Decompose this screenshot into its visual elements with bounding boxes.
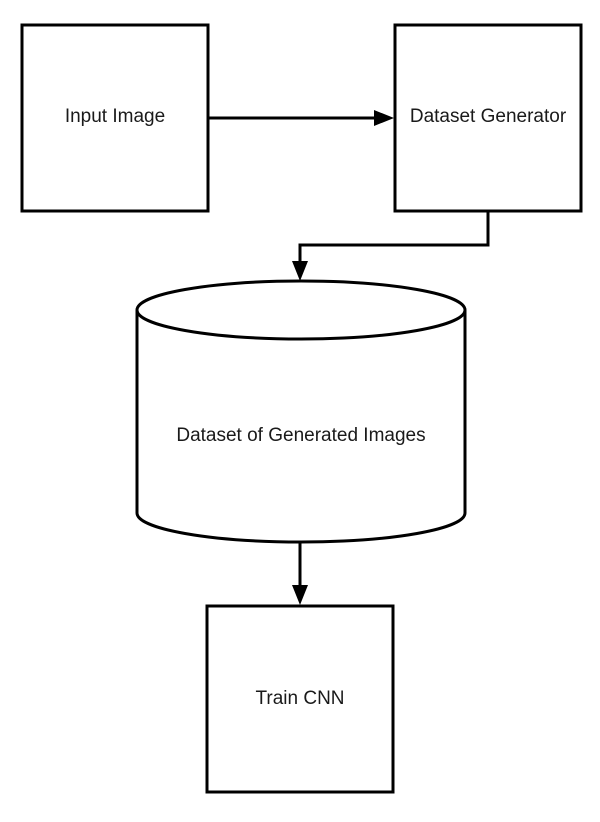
arrowhead-down-train [292, 585, 308, 605]
input-image-label: Input Image [65, 106, 165, 127]
node-input-image: Input Image [20, 23, 210, 213]
dataset-label: Dataset of Generated Images [176, 425, 425, 446]
edge-line-generator-dataset [298, 211, 490, 263]
cylinder-top [135, 279, 467, 341]
dataset-generator-box [393, 23, 583, 213]
edge-input-to-generator [208, 110, 394, 126]
edge-generator-to-dataset [292, 211, 490, 281]
edge-dataset-to-train [292, 542, 308, 605]
arrowhead-down-dataset [292, 261, 308, 281]
node-train-cnn: Train CNN [205, 604, 395, 794]
arrowhead-right [374, 110, 394, 126]
node-dataset-generator: Dataset Generator [393, 23, 583, 213]
cylinder-body [135, 310, 467, 544]
input-image-box [20, 23, 210, 213]
train-cnn-box [205, 604, 395, 794]
train-cnn-label: Train CNN [255, 688, 344, 709]
node-dataset-cylinder: Dataset of Generated Images [135, 279, 467, 544]
dataset-generator-label: Dataset Generator [410, 106, 567, 127]
